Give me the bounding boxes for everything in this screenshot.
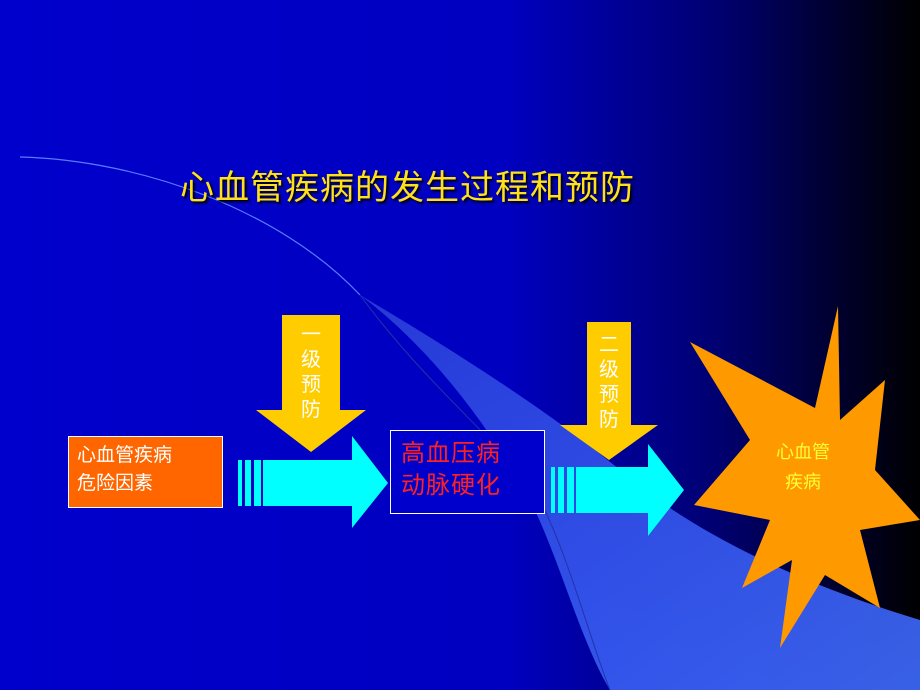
down-arrow-primary — [256, 315, 366, 452]
outcome-star — [690, 306, 920, 648]
outcome-line-2: 疾病 — [785, 472, 821, 493]
primary-char-3: 预 — [301, 372, 321, 396]
risk-line-1: 心血管疾病 — [77, 444, 173, 466]
hypertension-box: 高血压病 动脉硬化 — [390, 430, 545, 514]
decorative-curve-line — [19, 156, 361, 296]
secondary-char-1: 二 — [599, 332, 619, 356]
outcome-label: 心血管 疾病 — [755, 438, 851, 498]
mid-line-1: 高血压病 — [401, 439, 501, 467]
risk-factors-box: 心血管疾病 危险因素 — [68, 436, 223, 508]
secondary-char-4: 防 — [599, 407, 619, 431]
slide-title: 心血管疾病的发生过程和预防 — [180, 168, 635, 208]
primary-char-2: 级 — [301, 347, 321, 371]
primary-char-1: 一 — [301, 322, 321, 346]
secondary-prevention-label: 二 级 预 防 — [589, 332, 629, 432]
secondary-char-3: 预 — [599, 382, 619, 406]
primary-prevention-label: 一 级 预 防 — [291, 322, 331, 422]
mid-line-2: 动脉硬化 — [401, 471, 501, 499]
outcome-line-1: 心血管 — [776, 442, 830, 463]
right-arrow-1 — [238, 436, 388, 528]
secondary-char-2: 级 — [599, 357, 619, 381]
risk-line-2: 危险因素 — [77, 472, 154, 494]
primary-char-4: 防 — [301, 397, 321, 421]
down-arrow-secondary — [560, 322, 658, 460]
right-arrow-2 — [551, 444, 684, 536]
